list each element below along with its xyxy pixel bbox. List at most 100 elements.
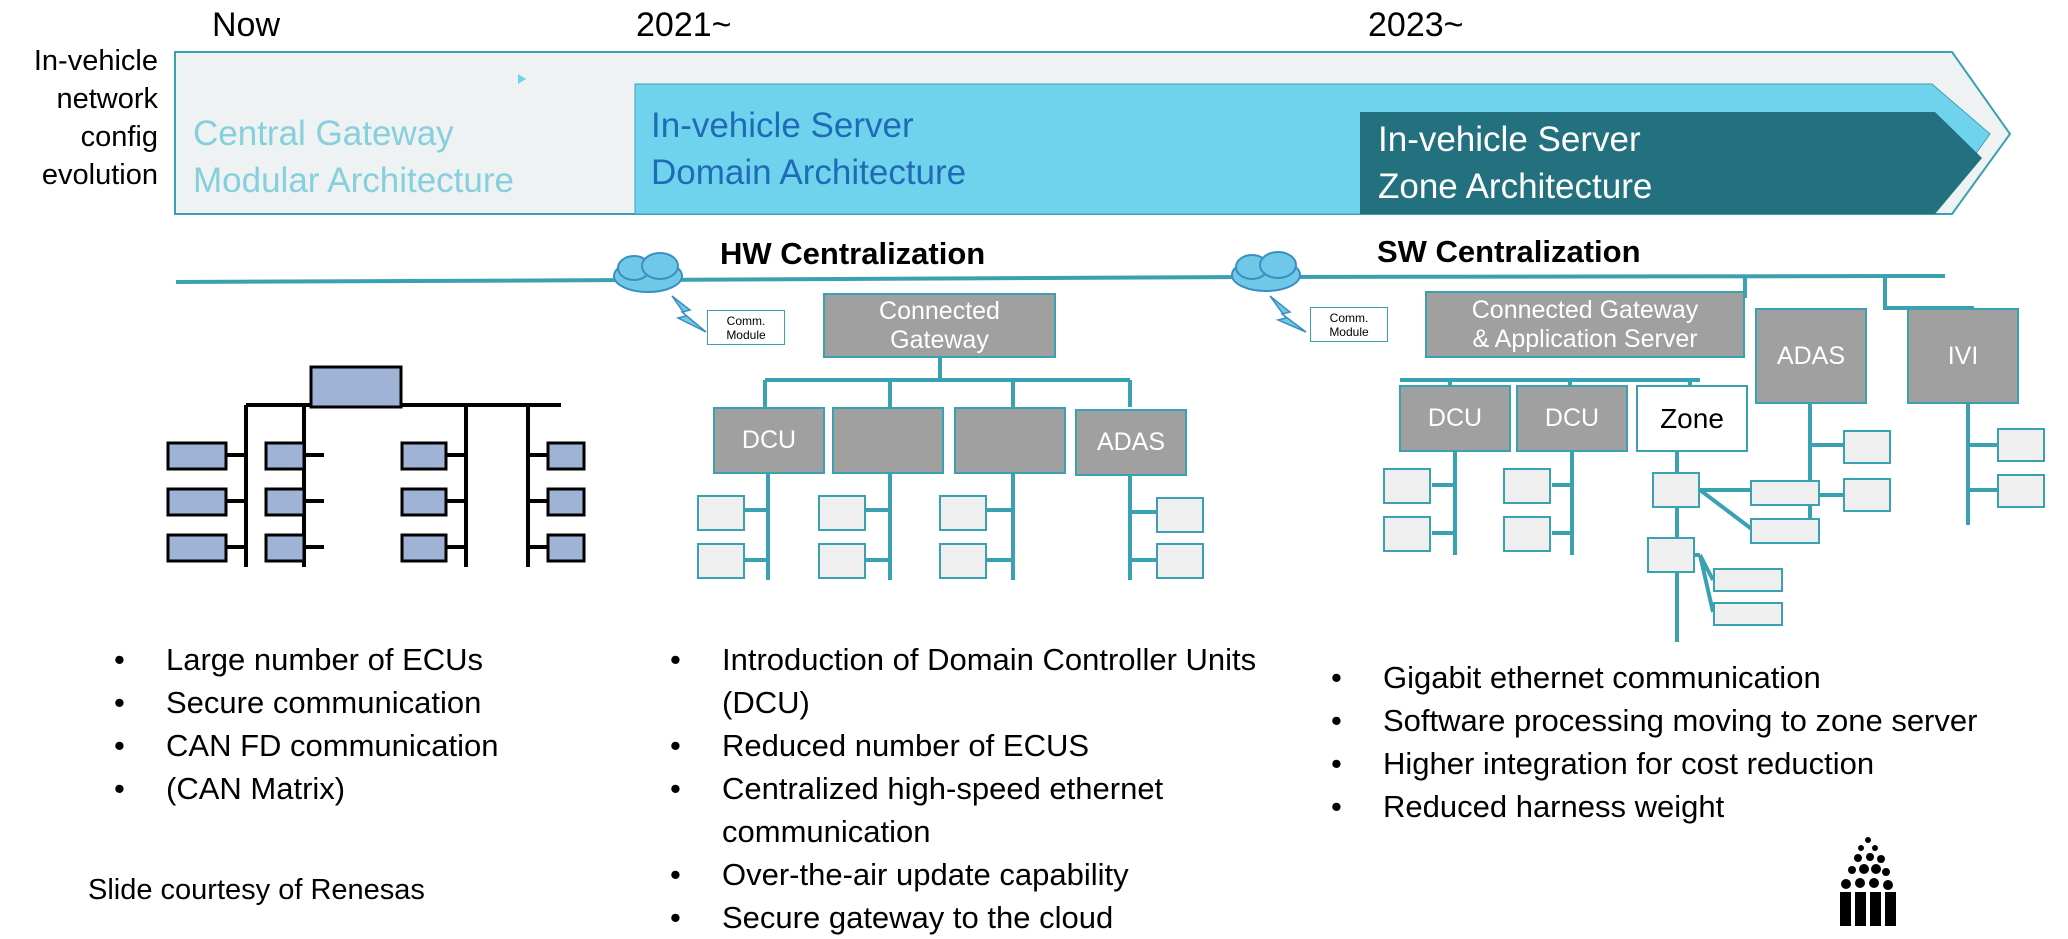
sw-ecu-box: [1843, 430, 1891, 464]
sw-ecu-box: [1383, 516, 1431, 552]
stage1-line: Central Gateway: [193, 114, 454, 153]
stage3-label: In-vehicle Server Zone Architecture: [1378, 116, 1652, 210]
gateway-label: & Application Server: [1472, 324, 1698, 353]
hw-dcu-box: DCU: [713, 407, 825, 474]
sw-ecu-box: [1997, 428, 2045, 462]
hw-stub: [987, 508, 1013, 562]
stage3-line: In-vehicle Server: [1378, 120, 1641, 159]
sw-ecu-box: [1713, 568, 1783, 592]
sw-zone-box: Zone: [1636, 385, 1748, 452]
hw-blank-domain-box: [954, 407, 1066, 474]
sw-ecu-box: [1997, 474, 2045, 508]
stage2-label: In-vehicle Server Domain Architecture: [651, 102, 966, 196]
sw-zone-link: [1698, 488, 1755, 532]
timeline-arrow: [174, 51, 2012, 215]
era-label-2023: 2023~: [1368, 6, 1464, 44]
hw-ecu-box: [939, 543, 987, 579]
gateway-label: Connected Gateway: [1471, 295, 1699, 324]
sw-ecu-box: [1647, 537, 1695, 573]
bullets-col1: Large number of ECUs Secure communicatio…: [108, 638, 588, 810]
side-label-line: evolution: [41, 159, 158, 191]
side-label-line: network: [56, 83, 158, 115]
hw-centralization-title: HW Centralization: [720, 236, 986, 271]
hw-stub: [1130, 510, 1156, 562]
stage1-label: Central Gateway Modular Architecture: [193, 110, 514, 204]
gateway-label: Gateway: [890, 325, 989, 354]
side-label-line: config: [80, 121, 158, 153]
stage2-line: Domain Architecture: [651, 153, 967, 192]
sw-ivi-box: IVI: [1907, 308, 2019, 404]
sw-dcu-box: DCU: [1516, 385, 1628, 452]
sw-gateway-box: Connected Gateway& Application Server: [1425, 291, 1745, 358]
hw-ecu-box: [939, 495, 987, 531]
comm-module-label: Comm.: [1329, 310, 1369, 325]
stage3-line: Zone Architecture: [1378, 167, 1653, 206]
cloud-icon: [1231, 251, 1301, 292]
sw-ivi-stub: [1968, 443, 1997, 492]
hw-comm-module-box: Comm.Module: [707, 310, 785, 345]
sw-comm-module-box: Comm.Module: [1310, 307, 1388, 342]
lightning-icon: [671, 295, 707, 333]
sw-dcu-box: DCU: [1399, 385, 1511, 452]
stage2-line: In-vehicle Server: [651, 106, 914, 145]
sw-uplink: [1743, 276, 1974, 312]
logo-icon: [1840, 837, 1896, 926]
slide-courtesy: Slide courtesy of Renesas: [88, 874, 425, 906]
sw-ecu-box: [1503, 468, 1551, 504]
bullet-item: Over-the-air update capability: [664, 853, 1264, 896]
sw-ecu-box: [1652, 472, 1700, 508]
sw-adas-box: ADAS: [1755, 308, 1867, 404]
sw-stub: [1552, 483, 1572, 535]
side-label: In-vehicle network config evolution: [0, 42, 158, 194]
sw-centralization-title: SW Centralization: [1377, 234, 1641, 269]
hw-blank-domain-box: [832, 407, 944, 474]
bullet-item: Higher integration for cost reduction: [1325, 742, 2065, 785]
hw-ecu-box: [1156, 497, 1204, 533]
bullet-item: Reduced number of ECUS: [664, 724, 1264, 767]
lightning-icon: [1269, 295, 1307, 333]
hw-adas-box: ADAS: [1075, 409, 1187, 476]
hw-stub: [745, 508, 768, 562]
hw-ecu-box: [1156, 543, 1204, 579]
bullets-col2: Introduction of Domain Controller Units …: [664, 638, 1264, 939]
stage1-line: Modular Architecture: [193, 161, 514, 200]
sw-ecu-box: [1503, 516, 1551, 552]
timeline-stage3-band: [1360, 112, 1982, 214]
hw-ecu-box: [697, 495, 745, 531]
sw-ecu-box: [1843, 478, 1891, 512]
sw-stub: [1432, 483, 1455, 535]
bullets-col3: Gigabit ethernet communication Software …: [1325, 656, 2065, 828]
comm-module-label: Module: [1329, 324, 1369, 339]
hw-stub: [866, 508, 890, 562]
bullet-item: Software processing moving to zone serve…: [1325, 699, 2065, 742]
ecu-tree-icon: [166, 365, 586, 567]
bullet-item: Large number of ECUs: [108, 638, 588, 681]
hw-ecu-box: [818, 543, 866, 579]
sw-drop: [1448, 380, 1692, 385]
era-label-now: Now: [212, 6, 281, 44]
bullet-item: Centralized high-speed ethernet communic…: [664, 767, 1264, 853]
cloud-icon: [613, 252, 683, 293]
sw-ecu-box: [1750, 518, 1820, 544]
comm-module-label: Comm.: [726, 313, 766, 328]
side-label-line: In-vehicle: [33, 45, 158, 77]
bullet-item: Introduction of Domain Controller Units …: [664, 638, 1264, 724]
sw-zone-link: [1698, 554, 1715, 613]
bullet-item: Secure communication: [108, 681, 588, 724]
main-network-line: [175, 274, 1946, 284]
hw-ecu-box: [818, 495, 866, 531]
gateway-label: Connected: [879, 296, 1000, 325]
bullet-item: CAN FD communication: [108, 724, 588, 767]
sw-ecu-box: [1750, 480, 1820, 506]
hw-ecu-box: [697, 543, 745, 579]
timeline-small-marker: [518, 74, 526, 84]
bullet-item: Secure gateway to the cloud: [664, 896, 1264, 939]
bullet-item: Gigabit ethernet communication: [1325, 656, 2065, 699]
bullet-item: Reduced harness weight: [1325, 785, 2065, 828]
sw-ecu-box: [1713, 602, 1783, 626]
bullet-item: (CAN Matrix): [108, 767, 588, 810]
comm-module-label: Module: [726, 327, 766, 342]
sw-ecu-box: [1383, 468, 1431, 504]
era-label-2021: 2021~: [636, 6, 732, 44]
